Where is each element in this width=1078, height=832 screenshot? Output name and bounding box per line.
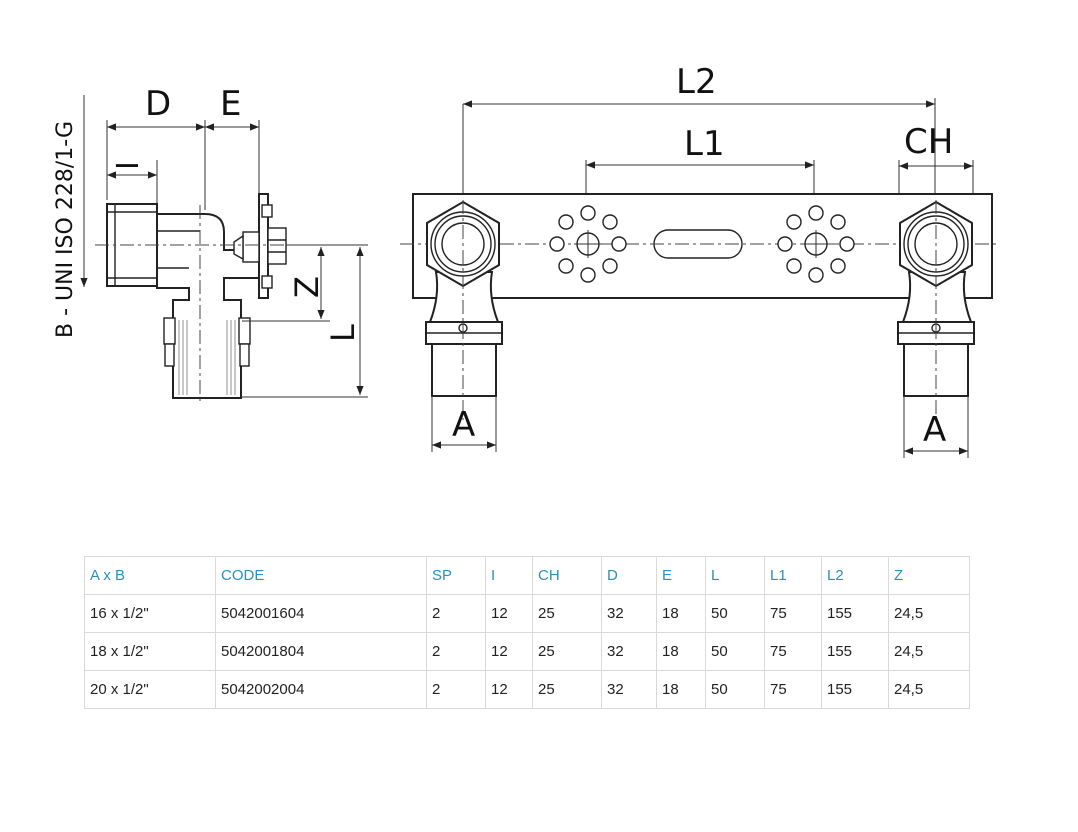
dim-label-d: D xyxy=(145,84,171,124)
header-z: Z xyxy=(888,556,970,595)
header-code: CODE xyxy=(215,556,427,595)
cell-code: 5042002004 xyxy=(215,670,427,709)
cell-d: 32 xyxy=(601,670,657,709)
cell-i: 12 xyxy=(485,670,533,709)
header-l1: L1 xyxy=(764,556,822,595)
header-e: E xyxy=(656,556,706,595)
thread-standard-label: B - UNI ISO 228/1-G xyxy=(53,121,78,338)
cell-i: 12 xyxy=(485,594,533,633)
cell-l: 50 xyxy=(705,632,765,671)
cell-z: 24,5 xyxy=(888,632,970,671)
table-row: 18 x 1/2" 5042001804 2 12 25 32 18 50 75… xyxy=(84,632,970,671)
cell-ch: 25 xyxy=(532,594,602,633)
specification-table: A x B CODE SP I CH D E L L1 L2 Z 16 x 1/… xyxy=(84,556,970,709)
dim-label-l: L xyxy=(324,324,362,342)
table-header-row: A x B CODE SP I CH D E L L1 L2 Z xyxy=(84,556,970,595)
cell-i: 12 xyxy=(485,632,533,671)
table-row: 20 x 1/2" 5042002004 2 12 25 32 18 50 75… xyxy=(84,670,970,709)
cell-code: 5042001804 xyxy=(215,632,427,671)
cell-e: 18 xyxy=(656,594,706,633)
cell-l2: 155 xyxy=(821,670,889,709)
cell-e: 18 xyxy=(656,632,706,671)
dim-label-i: I xyxy=(111,161,146,170)
dim-label-a-left: A xyxy=(452,405,475,445)
cell-sp: 2 xyxy=(426,594,486,633)
dim-label-a-right: A xyxy=(923,410,946,450)
cell-d: 32 xyxy=(601,594,657,633)
cell-code: 5042001604 xyxy=(215,594,427,633)
dim-label-l1: L1 xyxy=(684,124,725,164)
header-l: L xyxy=(705,556,765,595)
header-sp: SP xyxy=(426,556,486,595)
cell-l2: 155 xyxy=(821,594,889,633)
cell-axb: 18 x 1/2" xyxy=(84,632,216,671)
cell-ch: 25 xyxy=(532,632,602,671)
dim-label-l2: L2 xyxy=(676,62,717,102)
fitting-technical-drawing: B - UNI ISO 228/1-G D E I xyxy=(53,62,998,458)
header-d: D xyxy=(601,556,657,595)
cell-e: 18 xyxy=(656,670,706,709)
header-ch: CH xyxy=(532,556,602,595)
cell-l1: 75 xyxy=(764,594,822,633)
header-i: I xyxy=(485,556,533,595)
cell-sp: 2 xyxy=(426,632,486,671)
cell-d: 32 xyxy=(601,632,657,671)
cell-z: 24,5 xyxy=(888,670,970,709)
cell-axb: 20 x 1/2" xyxy=(84,670,216,709)
cell-sp: 2 xyxy=(426,670,486,709)
dim-label-e: E xyxy=(220,84,241,124)
cell-l1: 75 xyxy=(764,670,822,709)
cell-z: 24,5 xyxy=(888,594,970,633)
side-view: B - UNI ISO 228/1-G D E I xyxy=(53,84,368,405)
dim-label-z: Z xyxy=(288,276,326,298)
cell-l: 50 xyxy=(705,594,765,633)
table-row: 16 x 1/2" 5042001604 2 12 25 32 18 50 75… xyxy=(84,594,970,633)
dim-label-ch: CH xyxy=(904,122,953,162)
cell-l1: 75 xyxy=(764,632,822,671)
cell-l2: 155 xyxy=(821,632,889,671)
header-l2: L2 xyxy=(821,556,889,595)
header-axb: A x B xyxy=(84,556,216,595)
cell-axb: 16 x 1/2" xyxy=(84,594,216,633)
cell-ch: 25 xyxy=(532,670,602,709)
cell-l: 50 xyxy=(705,670,765,709)
front-view: L2 L1 CH xyxy=(400,62,998,458)
